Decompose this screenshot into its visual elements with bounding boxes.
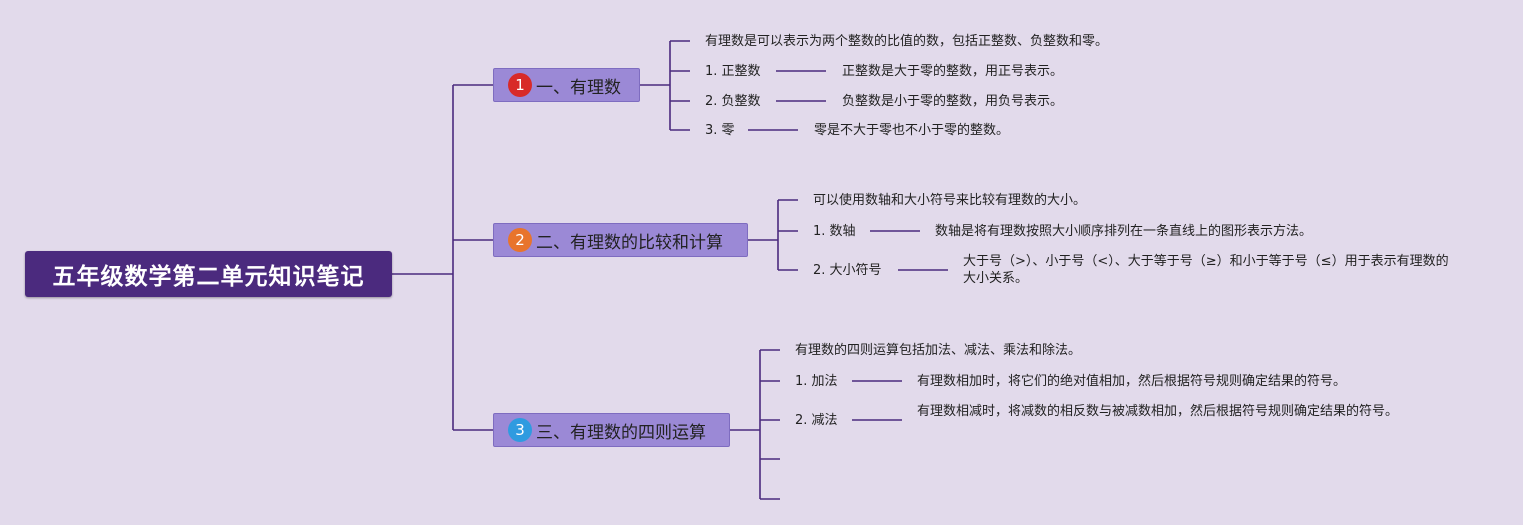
b1-item-2-desc[interactable]: 负整数是小于零的整数，用负号表示。 (842, 94, 1064, 109)
connector-root (392, 84, 493, 431)
b3-item-1-desc[interactable]: 有理数相加时，将它们的绝对值相加，然后根据符号规则确定结果的符号。 (917, 374, 1347, 389)
b3-item-2-label[interactable]: 2. 减法 (795, 413, 838, 428)
branch-1[interactable]: 1 一、有理数 (493, 68, 640, 102)
b2-item-2-label[interactable]: 2. 大小符号 (813, 263, 882, 278)
b1-item-1-desc[interactable]: 正整数是大于零的整数，用正号表示。 (842, 64, 1064, 79)
b3-item-1-label[interactable]: 1. 加法 (795, 374, 838, 389)
b3-item-2-desc[interactable]: 有理数相减时，将减数的相反数与被减数相加，然后根据符号规则确定结果的符号。 (917, 404, 1399, 419)
b1-item-2-label[interactable]: 2. 负整数 (705, 94, 761, 109)
branch-2[interactable]: 2 二、有理数的比较和计算 (493, 223, 748, 257)
number-badge-1: 1 (508, 73, 532, 97)
branch-1-intro[interactable]: 有理数是可以表示为两个整数的比值的数，包括正整数、负整数和零。 (705, 34, 1109, 49)
branch-1-label: 一、有理数 (536, 77, 621, 98)
number-badge-2: 2 (508, 228, 532, 252)
b1-item-1-label[interactable]: 1. 正整数 (705, 64, 761, 79)
connector-branch-1 (640, 40, 690, 131)
branch-3-intro[interactable]: 有理数的四则运算包括加法、减法、乘法和除法。 (795, 343, 1082, 358)
branch-3[interactable]: 3 三、有理数的四则运算 (493, 413, 730, 447)
branch-3-label: 三、有理数的四则运算 (536, 422, 706, 443)
connector-branch-2 (748, 199, 798, 271)
b2-item-2-desc[interactable]: 大于号（>）、小于号（<）、大于等于号（≥）和小于等于号（≤）用于表示有理数的大… (963, 254, 1449, 286)
b1-item-3-label[interactable]: 3. 零 (705, 123, 735, 138)
b2-item-1-desc[interactable]: 数轴是将有理数按照大小顺序排列在一条直线上的图形表示方法。 (935, 224, 1313, 239)
connector-branch-3 (730, 349, 780, 500)
number-badge-3: 3 (508, 418, 532, 442)
branch-2-label: 二、有理数的比较和计算 (536, 232, 723, 253)
b2-item-1-label[interactable]: 1. 数轴 (813, 224, 856, 239)
branch-2-intro[interactable]: 可以使用数轴和大小符号来比较有理数的大小。 (813, 193, 1087, 208)
central-topic-label: 五年级数学第二单元知识笔记 (52, 264, 365, 290)
central-topic[interactable]: 五年级数学第二单元知识笔记 (25, 251, 392, 297)
b1-item-3-desc[interactable]: 零是不大于零也不小于零的整数。 (814, 123, 1010, 138)
